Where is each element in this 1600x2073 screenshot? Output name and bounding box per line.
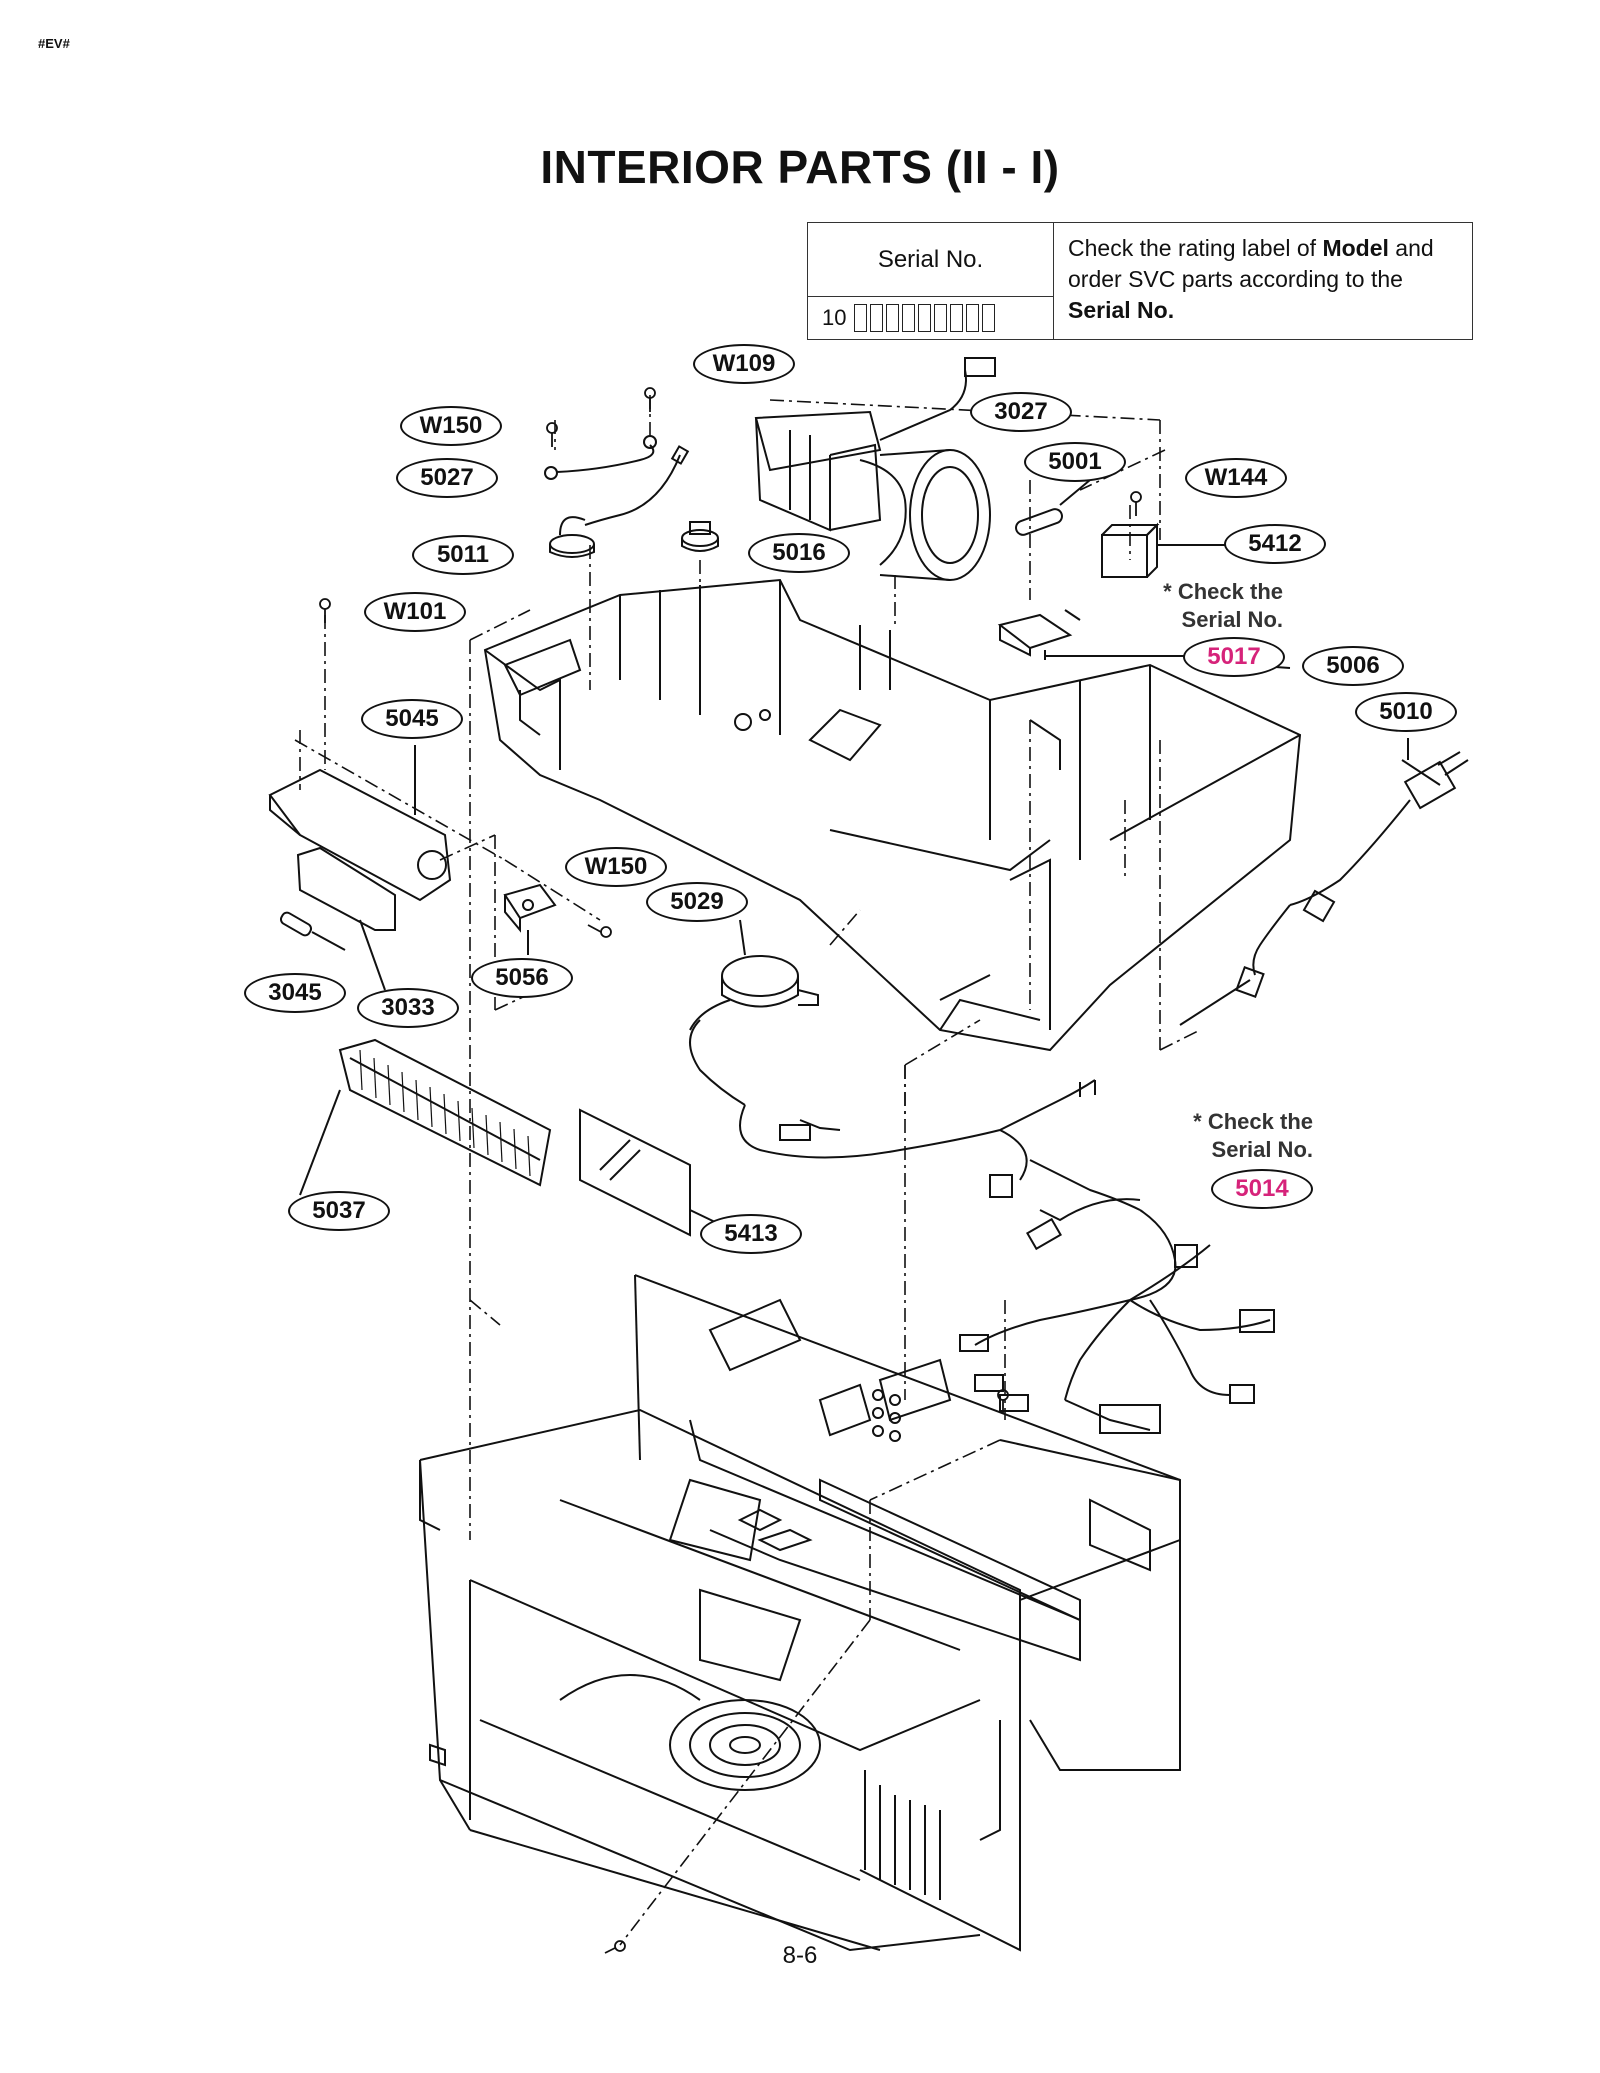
callout-3027: 3027 (970, 392, 1072, 432)
callout-5029: 5029 (646, 882, 748, 922)
screw-icon-w144 (1130, 491, 1142, 516)
bracket-5017 (997, 613, 1190, 660)
part-3045 (279, 911, 346, 951)
callout-5011: 5011 (412, 535, 514, 575)
power-cord-5010 (1235, 738, 1469, 998)
callout-w150-top: W150 (400, 406, 502, 446)
callout-5045: 5045 (361, 699, 463, 739)
callout-5010: 5010 (1355, 692, 1457, 732)
chassis-5006 (483, 578, 1302, 1052)
screw-icon-w150-top (546, 422, 558, 447)
callout-5016: 5016 (748, 533, 850, 573)
callout-5006: 5006 (1302, 646, 1404, 686)
thermostat-5011 (549, 516, 595, 558)
switch-5056 (503, 883, 557, 955)
callout-5056: 5056 (471, 958, 573, 998)
serial-prefix: 10 (822, 305, 847, 330)
screw-icon-w150-mid (587, 924, 612, 938)
wire-harness (689, 1019, 1275, 1434)
assembly-guide-lines (294, 395, 1201, 1946)
fan-motor-3027 (754, 357, 996, 581)
part-5412 (1101, 522, 1238, 578)
callout-5017: 5017 (1183, 637, 1285, 677)
bracket-3033 (296, 846, 396, 991)
serial-table-note: Check the rating label of Model and orde… (1068, 235, 1434, 323)
note-check-serial-5014: * Check the Serial No. (1193, 1109, 1313, 1162)
callout-w101: W101 (364, 592, 466, 632)
callout-w144: W144 (1185, 458, 1287, 498)
document-tag: #EV# (38, 36, 70, 51)
callout-5014: 5014 (1211, 1169, 1313, 1209)
callout-w150-mid: W150 (565, 847, 667, 887)
screw-icon-w101 (319, 598, 331, 623)
callout-5413: 5413 (700, 1214, 802, 1254)
screw-icon-w109 (644, 387, 656, 412)
serial-number-table: Serial No. 10 Check the rating label of … (807, 222, 1473, 340)
callout-5412: 5412 (1224, 524, 1326, 564)
note-check-serial-5017: * Check the Serial No. (1163, 579, 1283, 632)
callout-3045: 3045 (244, 973, 346, 1013)
callout-5037: 5037 (288, 1191, 390, 1231)
page-number: 8-6 (782, 1942, 818, 1969)
fuse-5001 (1015, 479, 1091, 536)
page-title: INTERIOR PARTS (II - I) (540, 141, 1060, 193)
thermostat-5016 (681, 521, 719, 552)
oven-cavity (419, 1274, 1181, 1952)
callout-5027: 5027 (396, 458, 498, 498)
bracket-5045 (268, 745, 452, 902)
callout-w109: W109 (693, 344, 795, 384)
grille-5037 (299, 1038, 552, 1196)
panel-5413 (579, 1108, 716, 1237)
screw-icon-bottom (604, 1940, 626, 1954)
wire-5027 (544, 435, 690, 526)
motor-5029 (689, 919, 819, 1031)
serial-digit-boxes (854, 304, 996, 332)
serial-table-value: 10 (808, 297, 1054, 339)
callout-3033: 3033 (357, 988, 459, 1028)
callout-5001: 5001 (1024, 442, 1126, 482)
serial-table-header: Serial No. (808, 223, 1054, 297)
